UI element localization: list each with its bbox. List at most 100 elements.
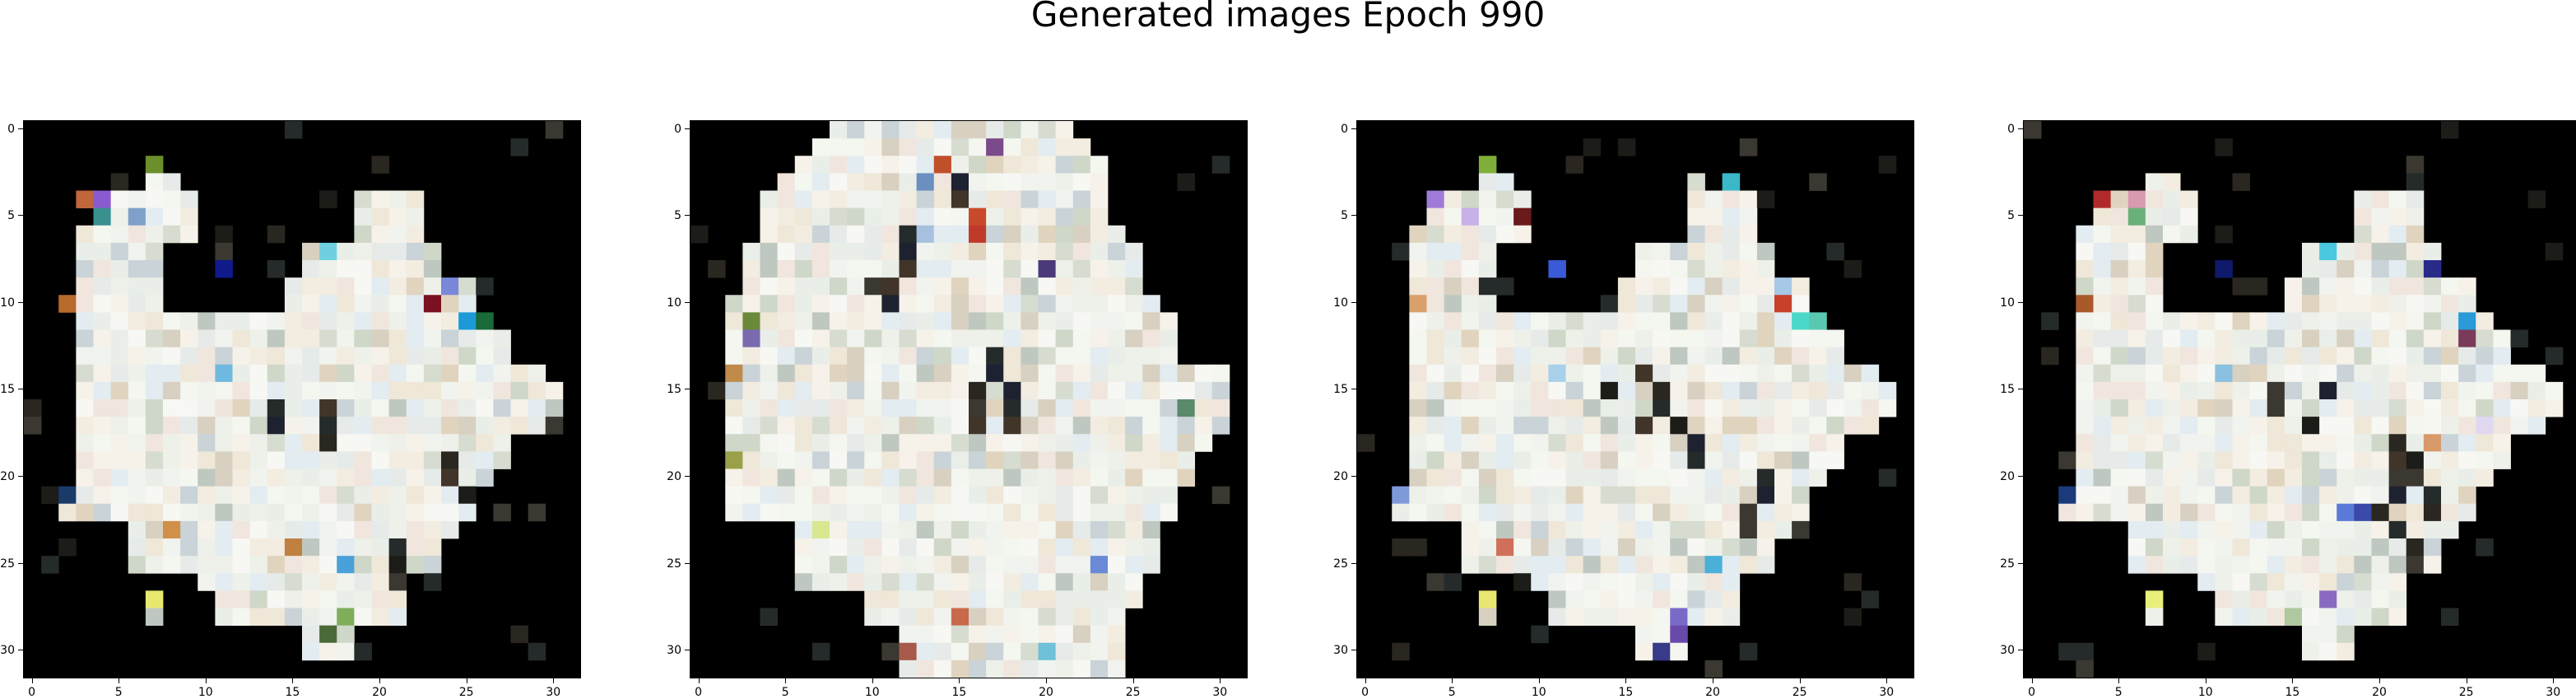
pixel <box>760 277 779 296</box>
pixel <box>1444 295 1462 313</box>
pixel <box>1072 520 1091 539</box>
pixel <box>1583 312 1602 330</box>
pixel <box>1090 277 1109 296</box>
pixel <box>1583 381 1602 400</box>
pixel <box>406 538 425 557</box>
pixel <box>2388 381 2407 400</box>
pixel <box>2076 329 2094 348</box>
pixel <box>986 573 1004 591</box>
pixel <box>76 417 94 435</box>
pixel <box>1478 399 1497 417</box>
pixel <box>2441 121 2459 139</box>
pixel <box>933 260 952 278</box>
pixel <box>1021 434 1039 452</box>
pixel <box>145 451 164 469</box>
pixel <box>2423 520 2442 539</box>
pixel <box>1792 295 1810 313</box>
pixel <box>2058 642 2076 661</box>
y-tick-label: 20 <box>1328 471 1356 482</box>
pixel <box>969 520 987 539</box>
pixel <box>2354 434 2372 452</box>
pixel <box>2267 556 2285 574</box>
pixel <box>388 538 407 557</box>
pixel <box>128 399 146 417</box>
pixel <box>1514 573 1532 591</box>
pixel <box>2337 608 2355 627</box>
pixel <box>1722 295 1741 313</box>
pixel <box>1583 520 1602 539</box>
pixel <box>2076 381 2094 400</box>
pixel <box>1496 364 1514 383</box>
pixel <box>2337 434 2355 452</box>
pixel <box>1055 590 1074 608</box>
pixel <box>198 538 216 557</box>
pixel <box>1496 381 1514 400</box>
pixel <box>249 556 268 574</box>
pixel <box>2284 417 2303 435</box>
pixel <box>1635 399 1653 417</box>
pixel <box>128 364 146 383</box>
pixel <box>1160 486 1178 505</box>
pixel <box>2127 242 2146 261</box>
pixel <box>951 538 969 557</box>
pixel <box>406 225 425 244</box>
pixel <box>441 347 459 366</box>
pixel <box>2232 520 2251 539</box>
pixel <box>1090 156 1109 174</box>
pixel <box>1038 277 1057 296</box>
pixel <box>388 260 407 278</box>
pixel <box>933 207 952 226</box>
pixel <box>1600 399 1619 417</box>
pixel <box>2163 451 2181 469</box>
pixel <box>1038 260 1057 278</box>
pixel <box>1617 590 1636 608</box>
pixel <box>1125 503 1143 522</box>
pixel <box>1531 312 1549 330</box>
pixel <box>337 329 355 348</box>
pixel <box>742 417 760 435</box>
pixel <box>2232 277 2251 296</box>
pixel <box>2127 556 2146 574</box>
pixel <box>1739 556 1758 574</box>
pixel <box>1756 381 1775 400</box>
pixel <box>794 503 813 522</box>
pixel <box>1072 295 1091 313</box>
pixel <box>881 451 900 469</box>
pixel <box>2371 225 2390 244</box>
pixel <box>476 399 494 417</box>
pixel <box>1548 451 1566 469</box>
pixel <box>1756 520 1775 539</box>
pixel <box>777 434 796 452</box>
pixel <box>881 503 900 522</box>
pixel <box>284 538 303 557</box>
pixel <box>742 434 760 452</box>
pixel <box>1792 329 1810 348</box>
pixel <box>1722 364 1741 383</box>
pixel <box>2458 486 2476 505</box>
pixel <box>2267 608 2285 627</box>
pixel <box>725 295 743 313</box>
pixel <box>969 486 987 505</box>
pixel <box>476 329 494 348</box>
pixel <box>1038 190 1057 209</box>
pixel <box>1514 486 1532 505</box>
pixel <box>354 608 372 627</box>
pixel <box>2215 347 2233 366</box>
pixel <box>2423 260 2442 278</box>
pixel <box>232 312 251 330</box>
pixel <box>441 381 459 400</box>
pixel <box>951 364 969 383</box>
pixel <box>1600 608 1619 627</box>
pixel <box>1774 520 1793 539</box>
pixel <box>2076 364 2094 383</box>
pixel <box>354 556 372 574</box>
pixel <box>742 277 760 296</box>
pixel <box>847 503 865 522</box>
pixel <box>1844 381 1862 400</box>
pixel <box>916 207 935 226</box>
pixel <box>145 486 164 505</box>
pixel <box>725 347 743 366</box>
pixel <box>510 364 529 383</box>
pixel <box>2406 347 2425 366</box>
pixel <box>2441 434 2459 452</box>
